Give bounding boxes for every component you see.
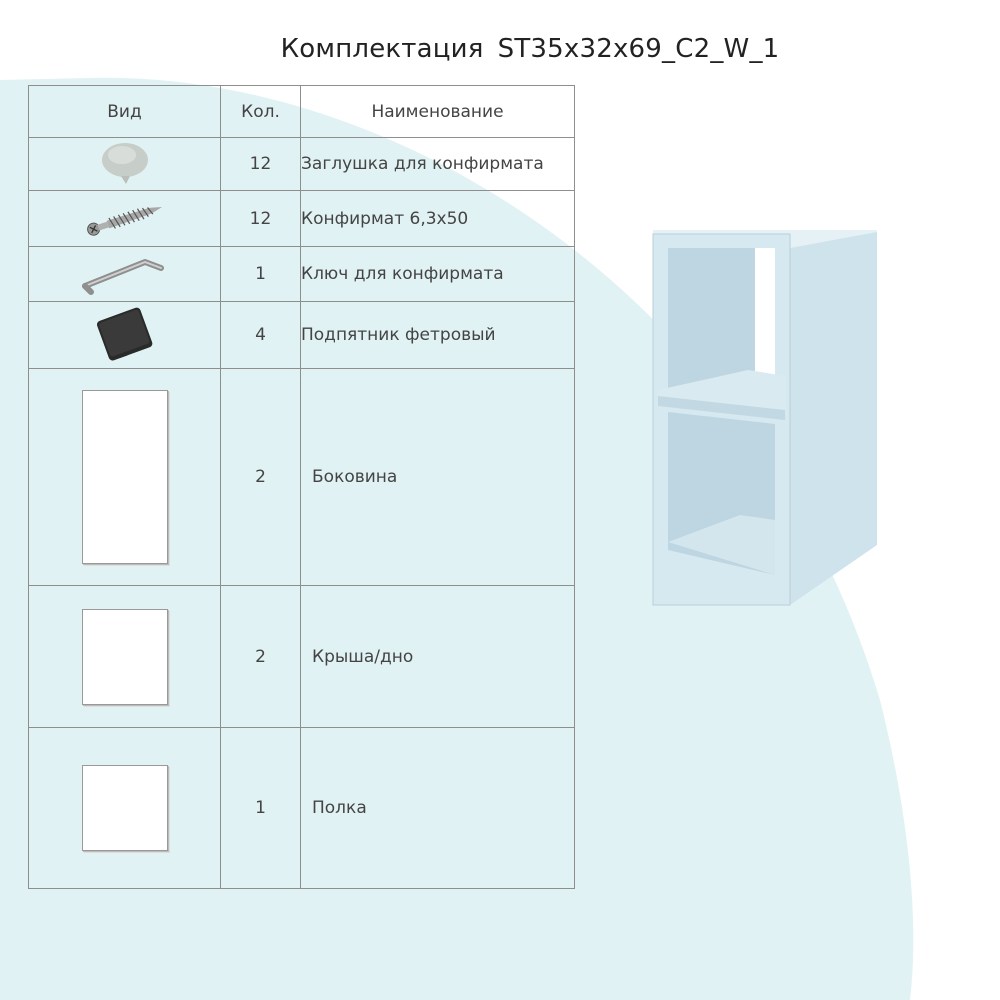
top-bottom-panel-icon <box>81 608 168 705</box>
row-qty: 2 <box>220 585 301 728</box>
title-code: ST35x32x69_C2_W_1 <box>497 34 780 64</box>
row-qty: 1 <box>220 727 301 889</box>
row-name: Подпятник фетровый <box>300 301 575 369</box>
cap-icon <box>101 143 148 184</box>
row-qty: 12 <box>220 190 301 247</box>
table-row: 1 Ключ для конфирмата <box>28 246 575 302</box>
side-panel-icon <box>81 390 168 564</box>
row-name: Конфирмат 6,3х50 <box>300 190 575 247</box>
table-row: 1 Полка <box>28 727 575 889</box>
shelf-panel-icon <box>81 765 168 851</box>
header-view: Вид <box>28 85 221 138</box>
row-name: Боковина <box>300 368 575 586</box>
felt-pad-icon <box>96 307 152 361</box>
row-name: Заглушка для конфирмата <box>300 137 575 191</box>
page-title: Комплектация ST35x32x69_C2_W_1 <box>0 34 1000 64</box>
row-image <box>28 727 221 889</box>
row-qty: 4 <box>220 301 301 369</box>
row-name: Ключ для конфирмата <box>300 246 575 302</box>
row-image <box>28 585 221 728</box>
table-row: 2 Боковина <box>28 368 575 586</box>
row-qty: 12 <box>220 137 301 191</box>
row-image <box>28 246 221 302</box>
row-image <box>28 301 221 369</box>
row-image <box>28 368 221 586</box>
row-qty: 2 <box>220 368 301 586</box>
row-name: Крыша/дно <box>300 585 575 728</box>
table-row: 12 Конфирмат 6,3х50 <box>28 190 575 247</box>
table-row: 2 Крыша/дно <box>28 585 575 728</box>
table-row: 12 Заглушка для конфирмата <box>28 137 575 191</box>
row-name: Полка <box>300 727 575 889</box>
cabinet-illustration <box>652 230 877 606</box>
screw-icon <box>86 206 162 236</box>
row-qty: 1 <box>220 246 301 302</box>
title-label: Комплектация <box>280 34 484 64</box>
table-header-row: Вид Кол. Наименование <box>28 85 575 138</box>
hex-key-icon <box>81 259 164 295</box>
header-qty: Кол. <box>220 85 301 138</box>
header-name: Наименование <box>300 85 575 138</box>
table-row: 4 Подпятник фетровый <box>28 301 575 369</box>
row-image <box>28 137 221 191</box>
components-table: Вид Кол. Наименование 12 Заглушка для ко… <box>28 85 575 889</box>
row-image <box>28 190 221 247</box>
